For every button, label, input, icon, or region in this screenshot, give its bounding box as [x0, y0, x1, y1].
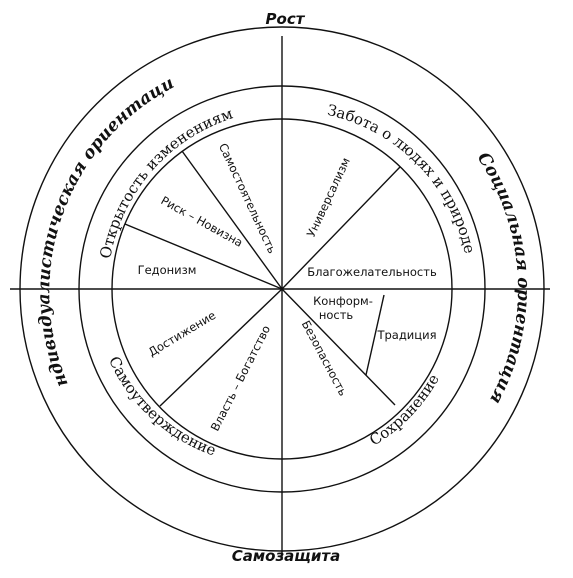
value-conformity-line2: ность	[319, 308, 354, 322]
divider-security-conformity	[281, 288, 396, 406]
outer-ring-label-left: Индивидуалистическая ориентация	[0, 0, 178, 390]
middle-ring-label-self-enhancement: Самоутверждение	[105, 353, 219, 459]
value-conformity-line1: Конформ-	[313, 294, 373, 308]
value-universalism: Универсализм	[304, 155, 353, 239]
axis-label-top: Рост	[266, 10, 306, 28]
middle-ring-label-conservation: Сохранение	[366, 371, 443, 449]
divider-stimulation-hedonism	[124, 223, 283, 290]
middle-ring-label-care: Забота о людях и природе	[326, 101, 479, 255]
value-hedonism: Гедонизм	[138, 263, 197, 277]
divider-conformity-tradition	[365, 294, 385, 376]
value-achievement: Достижение	[146, 308, 218, 359]
value-security: Безопасность	[299, 318, 351, 398]
value-benevolence: Благожелательность	[307, 265, 437, 279]
axis-label-bottom: Самозащита	[232, 547, 340, 565]
divider-self-direction-stimulation	[181, 150, 283, 290]
divider-power-achievement	[159, 288, 283, 407]
value-tradition: Традиция	[376, 328, 436, 342]
divider-universalism-benevolence	[281, 166, 401, 290]
value-power: Власть – Богатство	[208, 323, 273, 433]
